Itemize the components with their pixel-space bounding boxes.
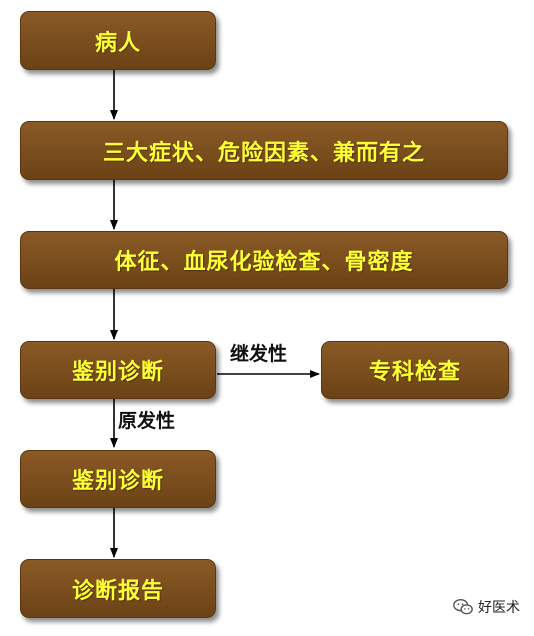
node-patient: 病人 [20,11,216,70]
wechat-icon [453,598,473,615]
node-symptoms-label: 三大症状、危险因素、兼而有之 [102,140,425,166]
node-exams: 体征、血尿化验检查、骨密度 [20,231,508,289]
node-diagnosis-report: 诊断报告 [20,559,216,618]
node-symptoms: 三大症状、危险因素、兼而有之 [20,121,508,180]
node-exams-label: 体征、血尿化验检查、骨密度 [114,250,414,275]
node-patient-label: 病人 [94,30,141,56]
node-specialist-exam-label: 专科检查 [368,360,461,385]
node-diff-diagnosis-2-label: 鉴别诊断 [71,469,164,494]
node-diff-diagnosis-1: 鉴别诊断 [20,341,216,399]
edge-label-secondary: 继发性 [230,343,288,365]
node-diff-diagnosis-2: 鉴别诊断 [20,450,216,508]
edge-label-primary: 原发性 [118,410,176,432]
watermark-text: 好医术 [478,600,520,616]
watermark: 好医术 [452,596,520,618]
node-diff-diagnosis-1-label: 鉴别诊断 [71,360,164,385]
node-diagnosis-report-label: 诊断报告 [71,578,164,604]
node-specialist-exam: 专科检查 [321,341,509,399]
